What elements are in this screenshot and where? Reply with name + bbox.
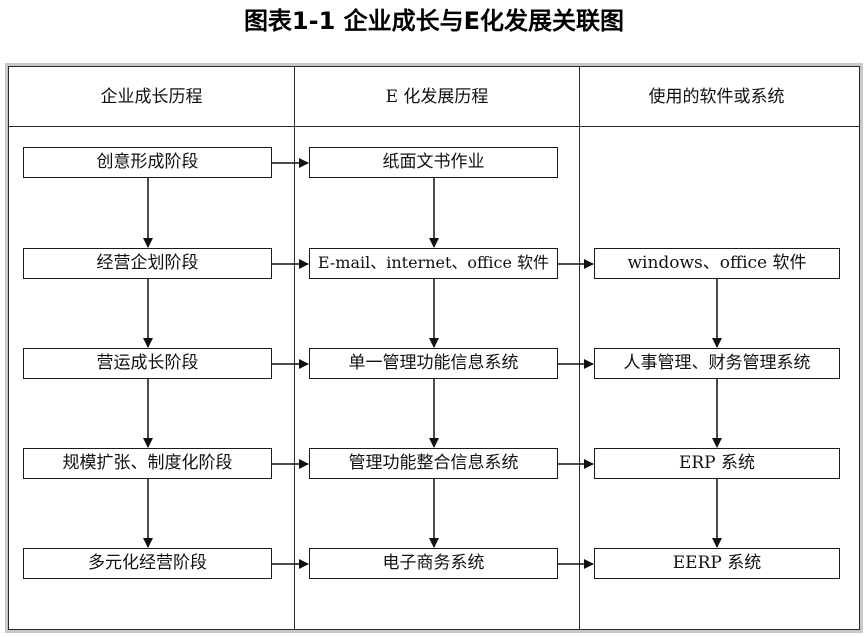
- column-divider-2: [579, 67, 580, 629]
- header-divider: [9, 126, 859, 127]
- stage-box-5: 多元化经营阶段: [23, 548, 272, 579]
- e-stage-box-2: E-mail、internet、office 软件: [309, 248, 558, 279]
- e-stage-box-3: 单一管理功能信息系统: [309, 348, 558, 379]
- column-header-e-development: E 化发展历程: [385, 87, 489, 107]
- column-header-software-system: 使用的软件或系统: [648, 87, 785, 107]
- software-box-2: 人事管理、财务管理系统: [594, 348, 840, 379]
- diagram-title: 图表1-1 企业成长与E化发展关联图: [243, 7, 625, 35]
- e-stage-box-5: 电子商务系统: [309, 548, 558, 579]
- software-box-1: windows、office 软件: [594, 248, 840, 279]
- software-box-4: EERP 系统: [594, 548, 840, 579]
- stage-box-3: 营运成长阶段: [23, 348, 272, 379]
- diagram-table: 企业成长历程 E 化发展历程 使用的软件或系统: [8, 66, 860, 630]
- column-divider-1: [294, 67, 295, 629]
- column-header-enterprise-growth: 企业成长历程: [100, 87, 203, 107]
- e-stage-box-4: 管理功能整合信息系统: [309, 448, 558, 479]
- e-stage-box-1: 纸面文书作业: [309, 147, 558, 178]
- software-box-3: ERP 系统: [594, 448, 840, 479]
- stage-box-2: 经营企划阶段: [23, 248, 272, 279]
- stage-box-4: 规模扩张、制度化阶段: [23, 448, 272, 479]
- stage-box-1: 创意形成阶段: [23, 147, 272, 178]
